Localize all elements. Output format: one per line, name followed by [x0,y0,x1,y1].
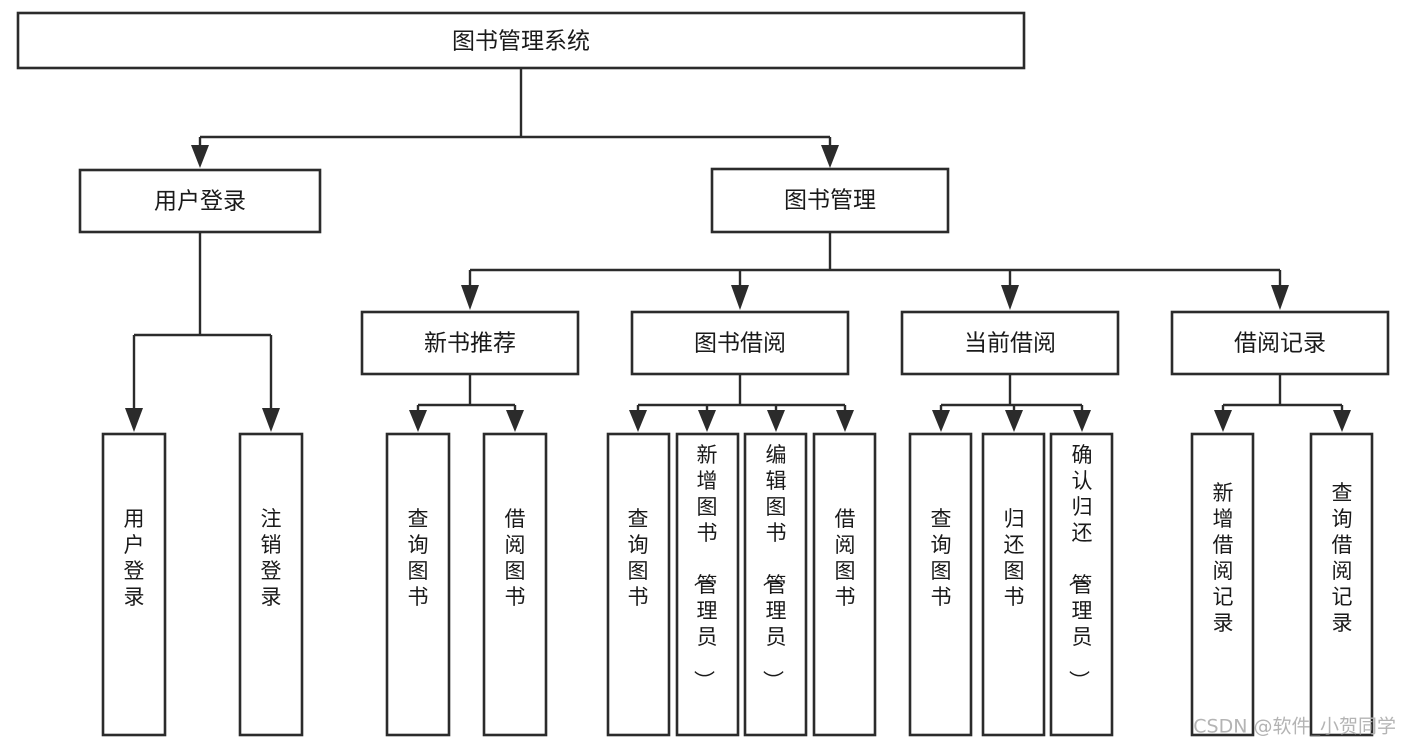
node-borrow-record-box[interactable] [1170,310,1390,376]
node-leaf-add-book-admin[interactable]: 新增图书（管理员） [675,432,740,737]
node-leaf-confirm-return-admin-label: 确认归还（管理员） [1067,443,1093,691]
node-leaf-query-book-rec-box[interactable] [385,432,451,737]
node-leaf-user-login-box[interactable] [101,432,167,737]
node-leaf-user-logout-box[interactable] [238,432,304,737]
arrow-head-leaf-user-login [125,408,143,432]
node-book-borrow-box[interactable] [630,310,850,376]
node-leaf-return-book[interactable]: 归还图书 [981,432,1046,737]
node-leaf-edit-book-admin[interactable]: 编辑图书（管理员） [743,432,808,737]
arrow-head-leaf-user-logout [262,408,280,432]
node-leaf-return-book-box[interactable] [981,432,1046,737]
arrow-head-leaf-edit-book-admin [767,410,785,432]
node-root-label: 图书管理系统 [452,29,590,55]
arrow-head-leaf-borrow-book [836,410,854,432]
node-current-borrow[interactable]: 当前借阅 [900,310,1120,376]
arrow-head-current-borrow [1001,285,1019,310]
arrow-head-book-management [821,145,839,168]
node-leaf-add-borrow-record-box[interactable] [1190,432,1255,737]
csdn-watermark: CSDN @软件_小贺同学 [1193,716,1396,738]
node-current-borrow-box[interactable] [900,310,1120,376]
node-leaf-query-borrow-record-label: 查询借阅记录 [1332,481,1353,635]
node-leaf-user-logout-label: 注销登录 [261,507,282,609]
node-leaf-borrow-book-rec-label: 借阅图书 [505,507,526,609]
node-leaf-borrow-book[interactable]: 借阅图书 [812,432,877,737]
node-new-book-recommend[interactable]: 新书推荐 [360,310,580,376]
arrow-head-leaf-borrow-book-rec [506,410,524,432]
arrow-head-leaf-query-borrow-record [1333,410,1351,432]
node-leaf-query-borrow-record-box[interactable] [1309,432,1374,737]
node-leaf-edit-book-admin-label: 编辑图书（管理员） [761,443,787,691]
node-user-login-box[interactable] [78,168,322,234]
connector-layer [125,68,1351,432]
node-current-borrow-label: 当前借阅 [964,331,1056,357]
node-root-box[interactable] [16,11,1026,70]
node-leaf-user-login-label: 用户登录 [124,507,145,609]
arrow-head-leaf-add-borrow-record [1214,410,1232,432]
arrow-head-new-book-recommend [461,285,479,310]
arrow-head-borrow-record [1271,285,1289,310]
arrow-head-leaf-confirm-return-admin [1073,410,1091,432]
node-leaf-query-book-current-box[interactable] [908,432,973,737]
node-leaf-query-book-current-label: 查询图书 [931,507,952,609]
node-leaf-query-book-current[interactable]: 查询图书 [908,432,973,737]
node-leaf-query-book-borrow-box[interactable] [606,432,671,737]
node-new-book-recommend-box[interactable] [360,310,580,376]
node-leaf-confirm-return-admin-box[interactable] [1049,432,1114,737]
arrow-head-user-login [191,145,209,168]
node-leaf-edit-book-admin-box[interactable] [743,432,808,737]
arrow-head-leaf-query-book-rec [409,410,427,432]
node-leaf-query-book-rec-label: 查询图书 [408,507,429,609]
arrow-head-book-borrow [731,285,749,310]
node-book-management-label: 图书管理 [784,188,876,214]
node-leaf-query-book-borrow-label: 查询图书 [628,507,649,609]
node-leaf-add-borrow-record-label: 新增借阅记录 [1213,481,1234,635]
node-book-management[interactable]: 图书管理 [710,167,950,234]
node-leaf-user-login[interactable]: 用户登录 [101,432,167,737]
node-leaf-query-book-rec[interactable]: 查询图书 [385,432,451,737]
node-leaf-return-book-label: 归还图书 [1004,507,1025,609]
node-user-login[interactable]: 用户登录 [78,168,322,234]
node-leaf-confirm-return-admin[interactable]: 确认归还（管理员） [1049,432,1114,737]
node-leaf-borrow-book-rec-box[interactable] [482,432,548,737]
node-book-management-box[interactable] [710,167,950,234]
node-leaf-query-book-borrow[interactable]: 查询图书 [606,432,671,737]
node-borrow-record[interactable]: 借阅记录 [1170,310,1390,376]
node-leaf-add-book-admin-box[interactable] [675,432,740,737]
node-book-borrow[interactable]: 图书借阅 [630,310,850,376]
arrow-head-leaf-add-book-admin [698,410,716,432]
node-leaf-borrow-book-label: 借阅图书 [835,507,856,609]
node-user-login-label: 用户登录 [154,189,246,215]
arrow-head-leaf-query-book-borrow [629,410,647,432]
node-leaf-borrow-book-rec[interactable]: 借阅图书 [482,432,548,737]
node-leaf-borrow-book-box[interactable] [812,432,877,737]
node-new-book-recommend-label: 新书推荐 [424,331,516,357]
node-leaf-query-borrow-record[interactable]: 查询借阅记录 [1309,432,1374,737]
node-leaf-add-borrow-record[interactable]: 新增借阅记录 [1190,432,1255,737]
node-leaf-user-logout[interactable]: 注销登录 [238,432,304,737]
node-borrow-record-label: 借阅记录 [1234,331,1326,357]
arrow-head-leaf-return-book [1005,410,1023,432]
arrow-head-leaf-query-book-current [932,410,950,432]
node-leaf-add-book-admin-label: 新增图书（管理员） [692,443,718,691]
node-book-borrow-label: 图书借阅 [694,331,786,357]
node-root[interactable]: 图书管理系统 [16,11,1026,70]
